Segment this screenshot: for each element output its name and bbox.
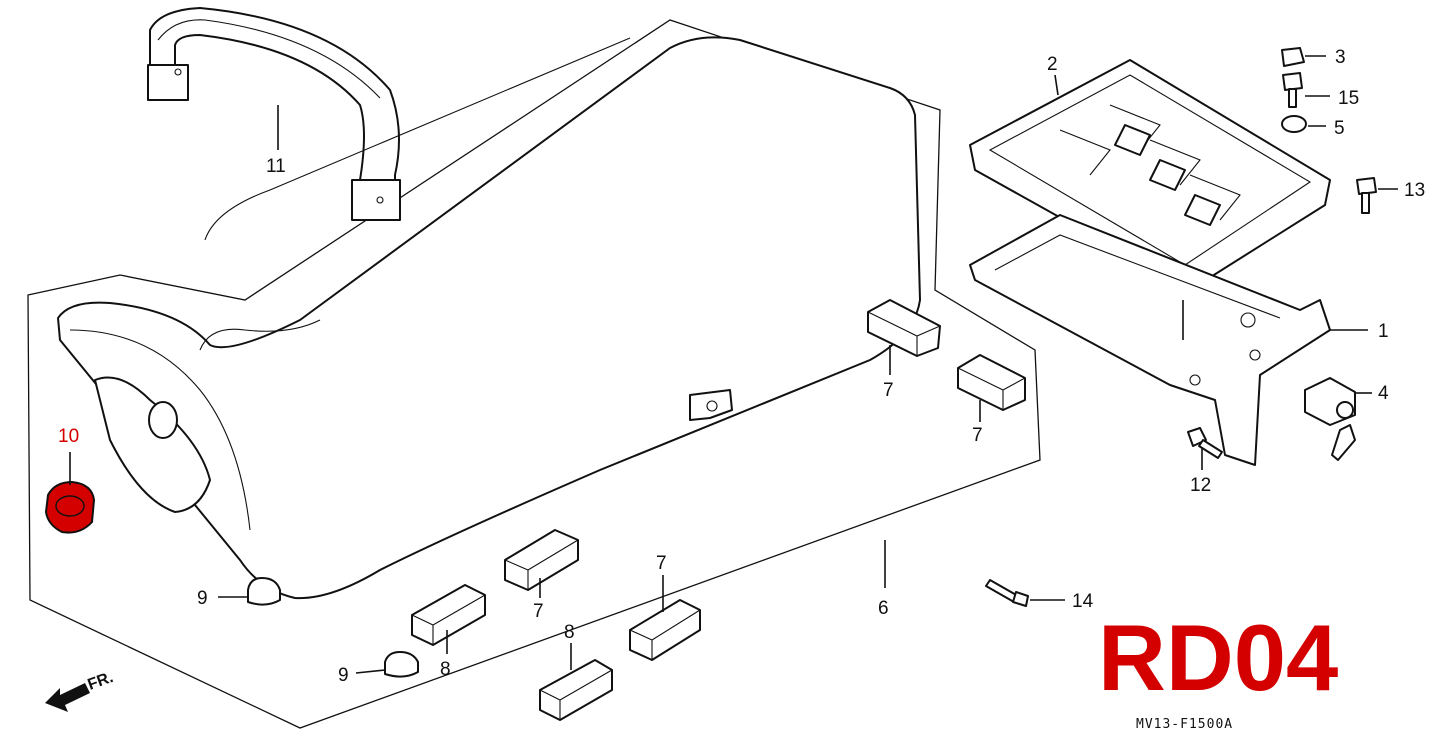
- seat-lock: [1304, 377, 1356, 461]
- fastener-cap: [1281, 47, 1305, 67]
- seat-body: [57, 36, 921, 600]
- callout-9b: 9: [338, 665, 349, 686]
- cushion-7a: [867, 299, 941, 357]
- callout-7b: 7: [972, 425, 983, 446]
- callout-8b: 8: [564, 622, 575, 643]
- cushion-8b: [539, 659, 613, 721]
- callout-14: 14: [1072, 591, 1094, 612]
- callout-15: 15: [1338, 88, 1359, 109]
- fastener-screw-12: [1187, 427, 1223, 459]
- carrier-bracket: [969, 214, 1331, 466]
- grommet-9a: [247, 577, 281, 606]
- cushion-7d: [629, 599, 701, 661]
- leader-lines: [69, 55, 1398, 674]
- fastener-bolt-14: [985, 579, 1029, 607]
- callout-5: 5: [1334, 118, 1345, 139]
- cushion-8a: [411, 584, 486, 646]
- callout-9a: 9: [197, 588, 208, 609]
- callout-10: 10: [58, 426, 79, 447]
- callout-12: 12: [1190, 475, 1211, 496]
- cushion-7b: [957, 354, 1026, 411]
- callout-7a: 7: [883, 380, 894, 401]
- direction-label: FR.: [86, 669, 116, 694]
- callout-3: 3: [1335, 47, 1346, 68]
- fastener-bolt-13: [1356, 177, 1377, 214]
- fastener-bolt-15: [1282, 72, 1303, 108]
- callout-8a: 8: [440, 659, 451, 680]
- grommet-9b: [384, 651, 419, 678]
- rear-carrier: [969, 59, 1331, 291]
- front-direction-arrow: FR.: [45, 669, 116, 712]
- callout-7c: 7: [533, 601, 544, 622]
- grab-strap: [147, 7, 401, 221]
- callout-1: 1: [1378, 321, 1389, 342]
- callout-7d: 7: [656, 553, 667, 574]
- seat-assembly-outline: [27, 19, 1041, 729]
- callout-labels: 1 2 3 4 5 6 7 7 7 7 8 8 9 9 10 11 12 13 …: [58, 47, 1425, 686]
- callout-4: 4: [1378, 383, 1389, 404]
- callout-11: 11: [266, 156, 286, 177]
- callout-2: 2: [1047, 54, 1058, 75]
- highlighted-part-10: [44, 480, 96, 534]
- cushion-7c: [504, 529, 579, 591]
- fastener-washer: [1281, 115, 1307, 133]
- model-code: RD04: [1098, 605, 1338, 710]
- drawing-code: MV13-F1500A: [1136, 717, 1233, 732]
- callout-6: 6: [878, 598, 889, 619]
- callout-13: 13: [1404, 180, 1425, 201]
